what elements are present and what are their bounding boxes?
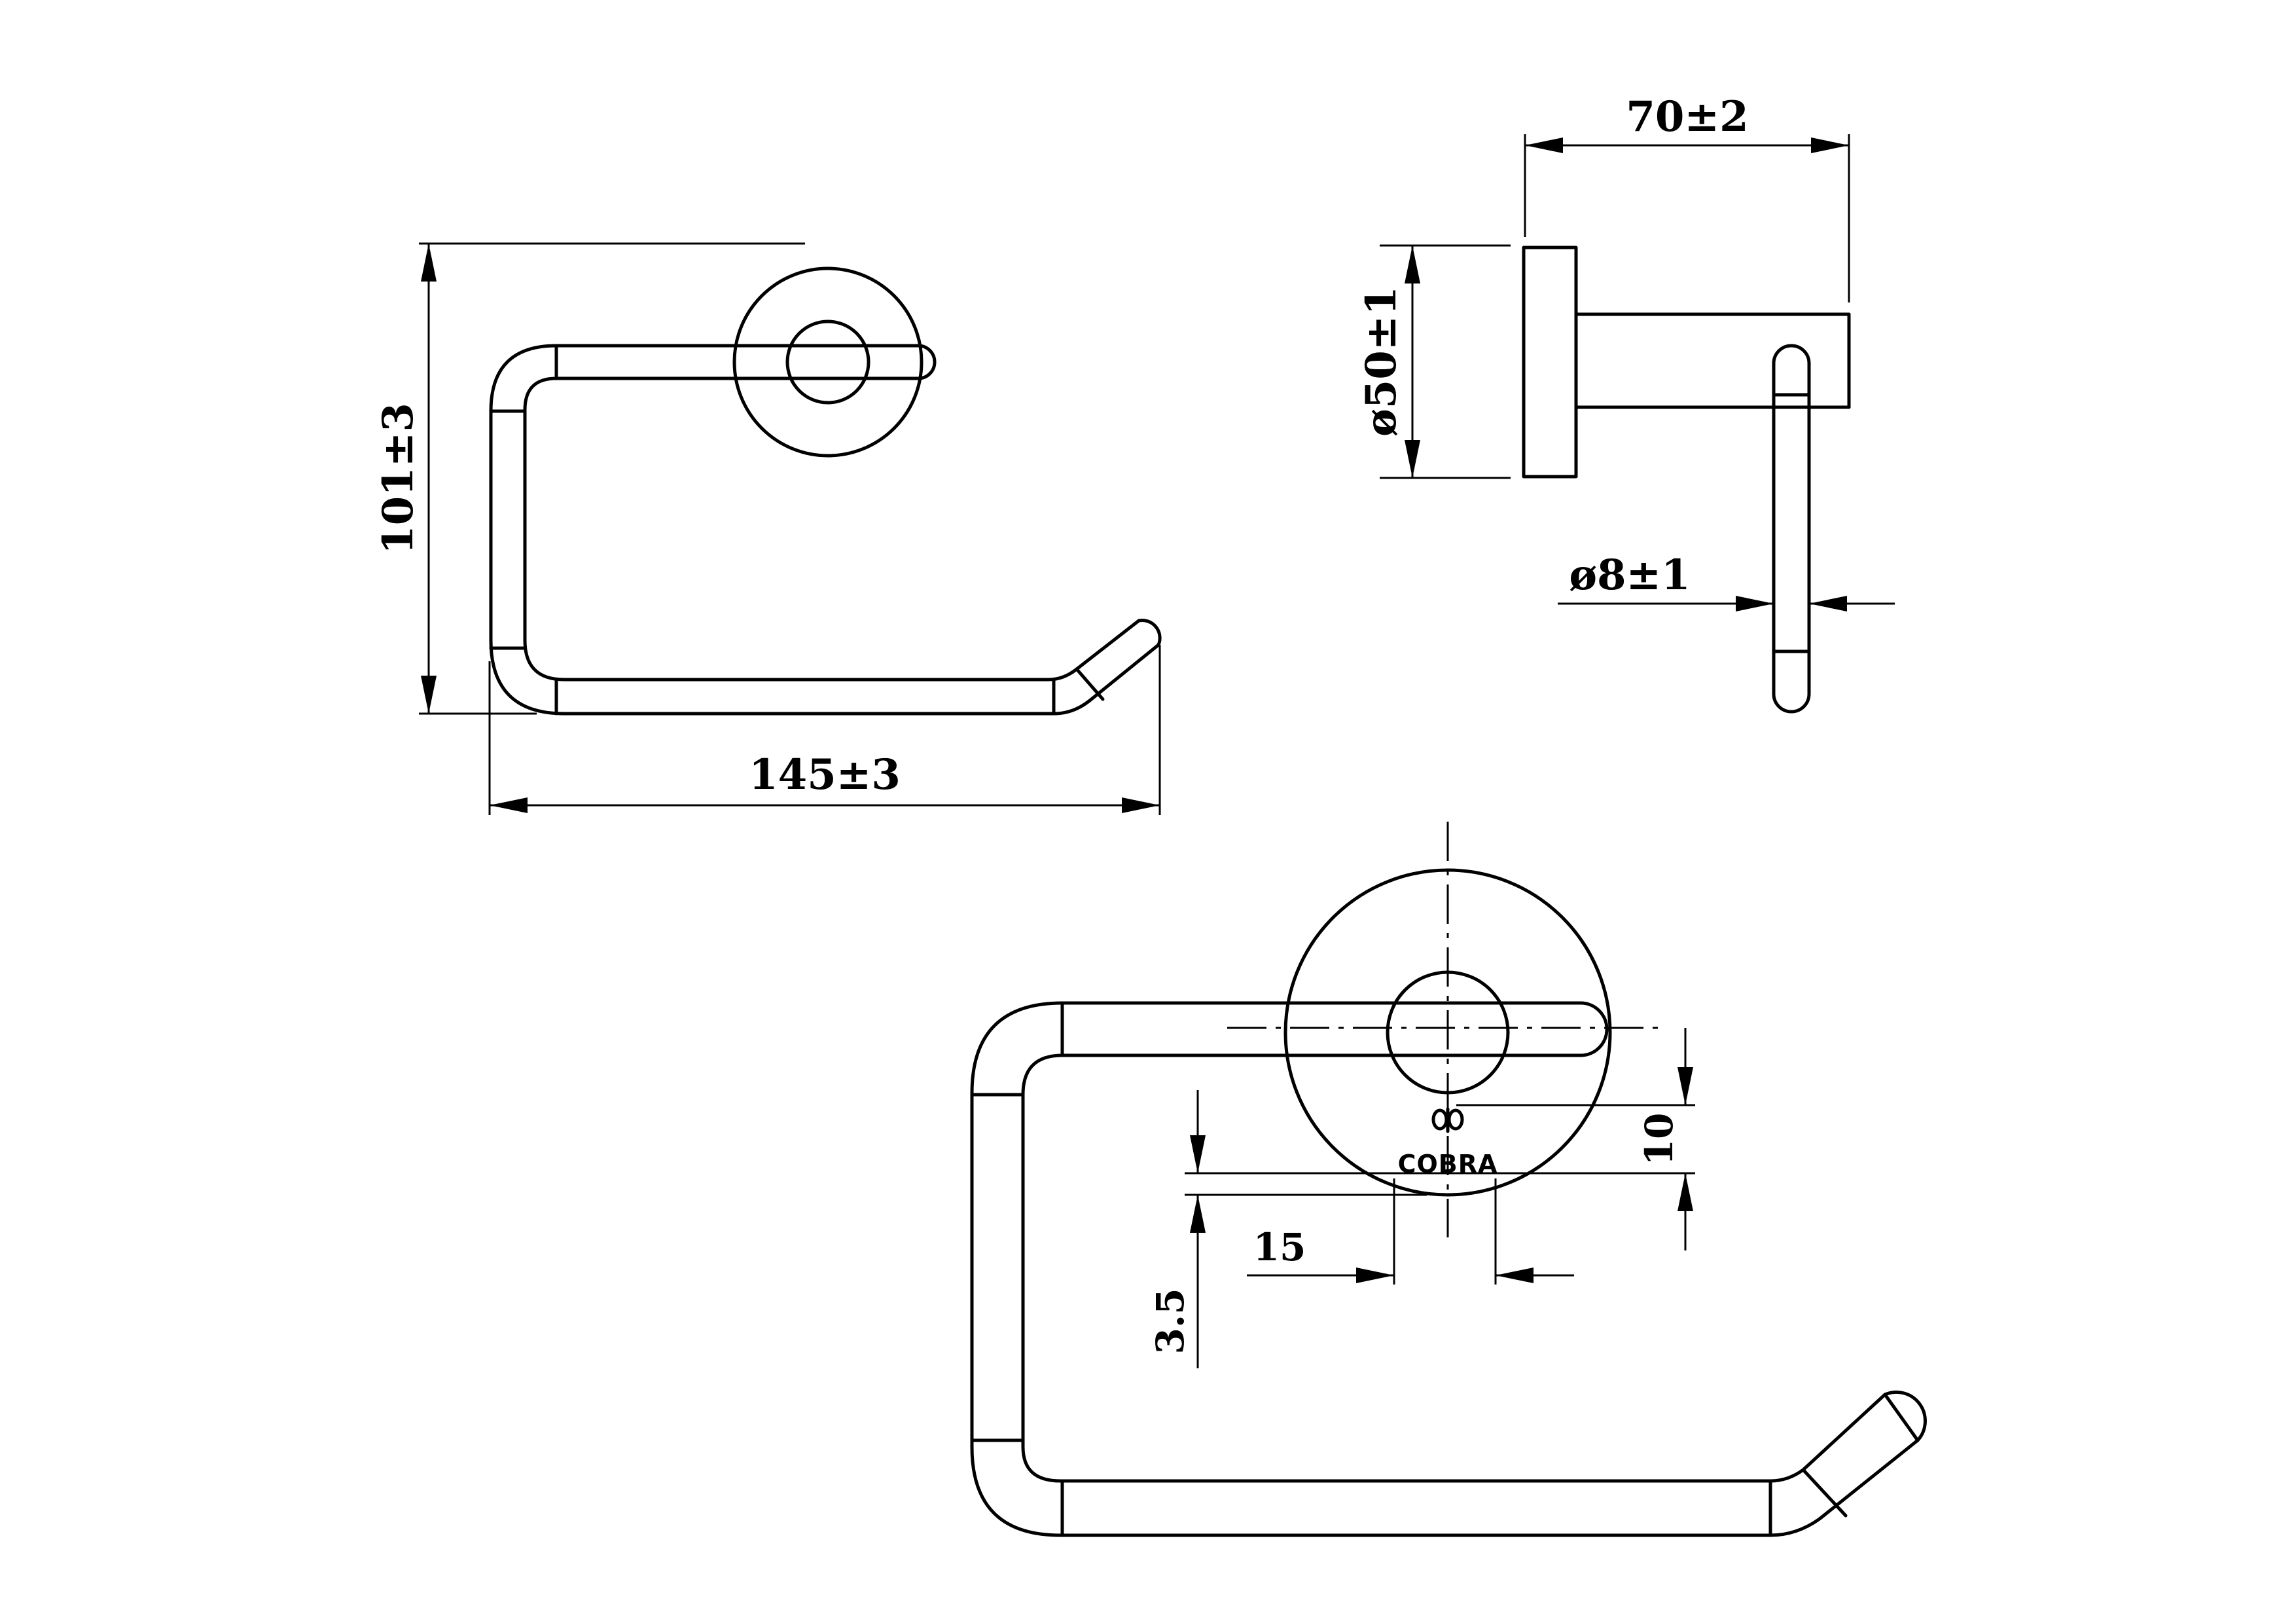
arrow-head <box>1809 596 1847 611</box>
front-view: 101±3 145±3 <box>374 242 1162 815</box>
detail-rod-end <box>1579 1001 1609 1057</box>
joint <box>1883 1393 1920 1442</box>
dimension-width: 145±3 <box>749 750 901 799</box>
arrow-head <box>1405 440 1420 478</box>
joint <box>1075 667 1105 701</box>
dimension-rod-diameter: ø8±1 <box>1569 551 1690 600</box>
detail-rod-tip <box>1883 1390 1927 1442</box>
arrow-head <box>1122 797 1160 813</box>
detail-rod-inner <box>1021 1053 1887 1483</box>
side-rod <box>1772 344 1811 714</box>
arrow-head <box>1405 246 1420 283</box>
arrow-head <box>421 676 437 714</box>
arrow-head <box>1190 1195 1206 1233</box>
side-base-plate <box>1522 246 1578 479</box>
front-rod-outer <box>489 344 1160 716</box>
arrow-head <box>1190 1135 1206 1173</box>
arrow-head <box>1496 1267 1534 1283</box>
dimension-detail-offset: 3.5 <box>1148 1288 1193 1355</box>
detail-rod-outer <box>970 1001 1920 1537</box>
dimension-base-diameter: ø50±1 <box>1357 286 1406 437</box>
side-view: 70±2 ø50±1 ø8±1 <box>1357 92 1895 714</box>
front-rod-end <box>916 344 937 380</box>
arrow-head <box>1736 596 1774 611</box>
front-base-plate <box>732 266 924 458</box>
cobra-logo <box>1431 1107 1464 1133</box>
logo-mark <box>1431 1108 1448 1131</box>
joint <box>1801 1468 1848 1518</box>
dimension-height: 101±3 <box>374 403 423 555</box>
arrow-head <box>1525 137 1563 153</box>
arrow-head <box>1677 1067 1693 1105</box>
dimension-detail-height: 10 <box>1637 1113 1681 1166</box>
arrow-head <box>1356 1267 1394 1283</box>
detail-view: COBRA 10 3.5 15 <box>970 822 1927 1537</box>
arrow-head <box>490 797 528 813</box>
arrow-head <box>1811 137 1849 153</box>
front-rod-tip <box>1137 619 1162 647</box>
dimension-depth: 70±2 <box>1626 92 1748 141</box>
front-rod-inner <box>523 376 1141 682</box>
arrow-head <box>421 244 437 282</box>
logo-mark <box>1447 1108 1464 1131</box>
arrow-head <box>1677 1173 1693 1211</box>
dimension-detail-width: 15 <box>1253 1225 1306 1269</box>
front-hub <box>785 319 870 405</box>
